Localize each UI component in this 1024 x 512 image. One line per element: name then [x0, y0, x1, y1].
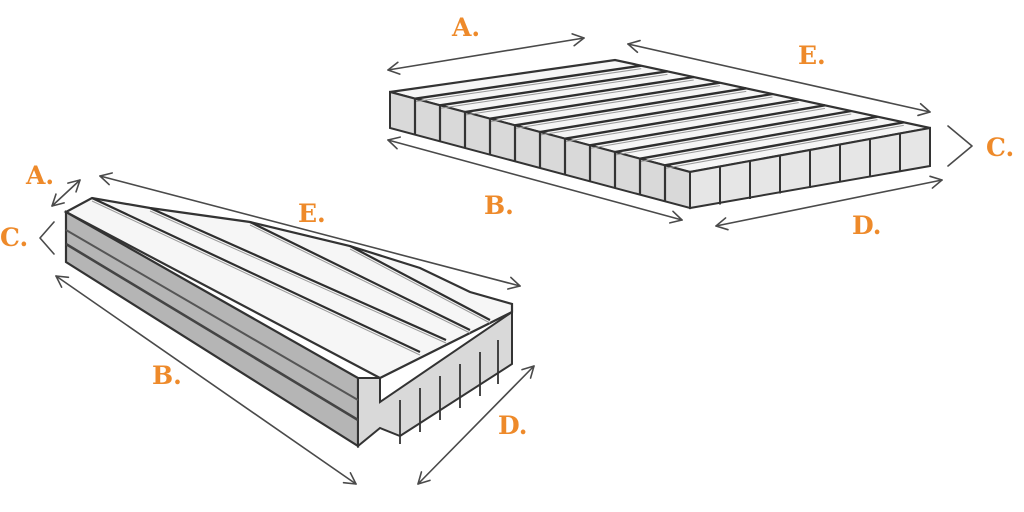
shaped-label-d: D. [498, 411, 528, 440]
slat-shadow-line [489, 85, 721, 123]
shaped-arrow-b [55, 275, 357, 485]
shaped-arrow-d-shaft [417, 365, 535, 485]
rect-arrow-e [627, 39, 931, 117]
rect-arrow-d-shaft [715, 179, 943, 227]
shaped-arrow-d-head [417, 471, 431, 485]
shaped-arrow-a-head [51, 193, 65, 207]
groove-shadow-line [349, 248, 491, 324]
shaped-arrow-a-head [67, 179, 81, 193]
slat-shadow-line [664, 124, 904, 169]
shaped-arrow-e-head [99, 172, 113, 186]
rect-label-e: E. [798, 41, 826, 70]
rect-panel-end-grain [413, 98, 901, 205]
slat-shadow-line [464, 79, 694, 116]
shaped-panel [63, 196, 514, 449]
dimension-arrows [39, 33, 973, 485]
slat-line [514, 87, 747, 127]
shaped-arrow-b-head [55, 275, 70, 288]
rect-label-c: C. [986, 133, 1014, 162]
slat-shadow-line [514, 90, 747, 129]
shaped-arrow-e [99, 172, 521, 290]
groove-line [91, 197, 421, 353]
rect-arrow-b [387, 136, 683, 224]
slat-line [464, 75, 694, 114]
side-stripe [65, 229, 359, 401]
slat-line [539, 92, 773, 134]
shaped-panel-grooves [65, 197, 499, 444]
shaped-panel-end-face [357, 310, 513, 449]
rect-arrow-b-head [669, 210, 683, 224]
rect-arrow-b-head [387, 136, 401, 150]
slat-shadow-line [589, 107, 826, 149]
shaped-label-a: A. [25, 161, 54, 190]
shaped-label-c: C. [0, 223, 28, 252]
rect-label-d: D. [852, 211, 882, 240]
rect-label-b: B. [484, 191, 514, 220]
slat-shadow-line [439, 73, 668, 109]
rect-arrow-e-head [917, 102, 931, 117]
shaped-arrow-b-head [342, 472, 357, 485]
slat-line [589, 104, 826, 147]
shaped-arrow-d [417, 365, 535, 485]
slat-line [414, 64, 642, 100]
groove-shadow-line [149, 210, 447, 344]
slat-shadow-line [614, 113, 852, 156]
shaped-arrow-a [51, 179, 81, 207]
shaped-arrow-d-head [521, 365, 535, 379]
slat-shadow-line [414, 68, 642, 103]
groove-line [149, 206, 447, 342]
groove-shadow-line [91, 200, 421, 356]
rect-bracket-c [947, 125, 973, 167]
rect-arrow-d [715, 175, 943, 231]
slat-line [664, 121, 904, 167]
shaped-panel-top-face [63, 196, 514, 380]
rect-arrow-d-head [715, 217, 729, 231]
slat-line [639, 115, 878, 160]
rect-arrow-a [387, 33, 585, 75]
slat-shadow-line [539, 96, 773, 136]
shaped-arrow-e-shaft [99, 175, 521, 287]
groove-line [249, 221, 471, 331]
rect-panel-slats [414, 64, 904, 169]
shaped-bracket-c [39, 221, 55, 255]
shaped-label-b: B. [152, 361, 182, 390]
groove-shadow-line [249, 224, 471, 334]
slat-line [564, 98, 799, 140]
rect-arrow-e-head [627, 39, 641, 54]
rect-arrow-e-shaft [627, 43, 931, 113]
rect-arrow-a-shaft [387, 37, 585, 71]
shaped-arrow-b-shaft [55, 275, 357, 485]
groove-line [349, 245, 491, 321]
slat-shadow-line [564, 102, 799, 143]
shaped-label-e: E. [298, 199, 326, 228]
rect-arrow-b-shaft [387, 139, 683, 221]
rectangular-panel [389, 58, 931, 210]
slat-line [614, 109, 852, 154]
shaped-arrow-e-head [507, 276, 521, 290]
rect-arrow-a-head [387, 61, 401, 75]
rect-label-a: A. [451, 13, 480, 42]
shaped-arrow-a-shaft [51, 179, 81, 207]
rect-arrow-a-head [571, 33, 585, 47]
rect-arrow-d-head [929, 175, 943, 189]
side-stripe [65, 242, 359, 422]
slat-line [489, 81, 721, 120]
slat-shadow-line [639, 119, 878, 163]
slat-line [439, 70, 668, 107]
